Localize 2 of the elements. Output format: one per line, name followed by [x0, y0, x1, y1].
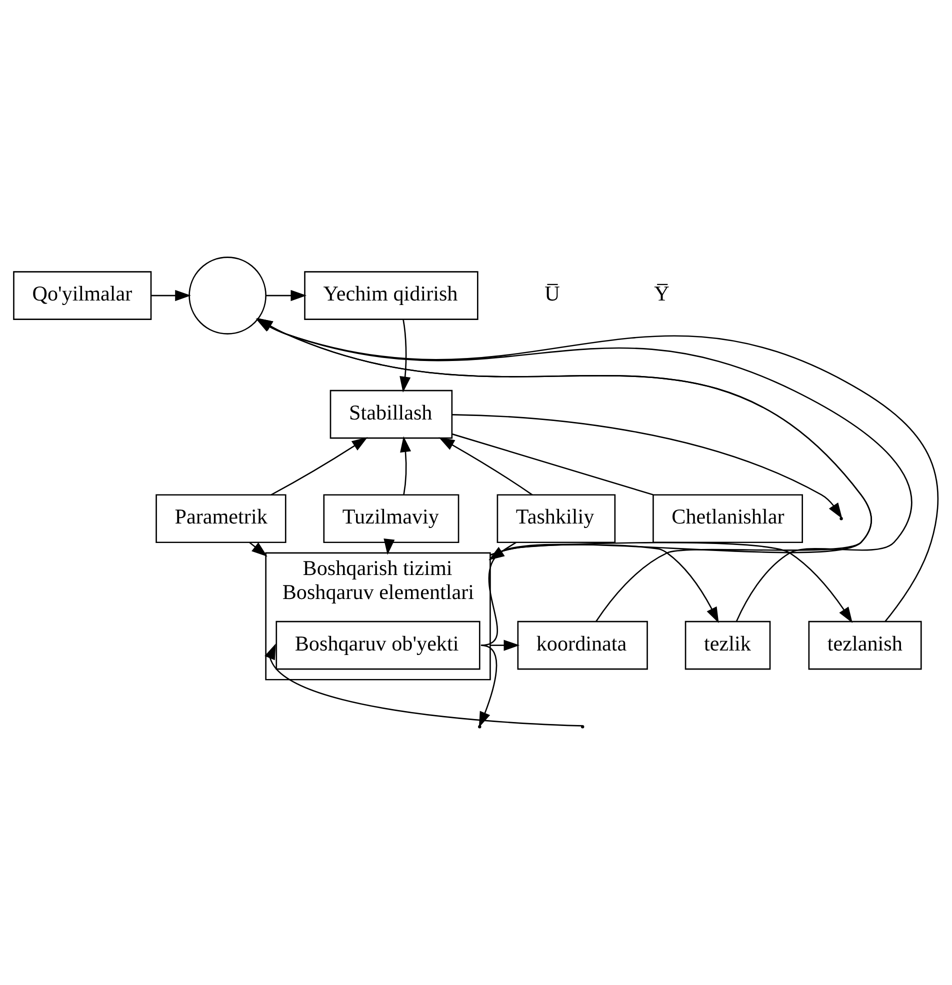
- label: U̅: [544, 282, 560, 306]
- label: Y̅: [654, 282, 670, 306]
